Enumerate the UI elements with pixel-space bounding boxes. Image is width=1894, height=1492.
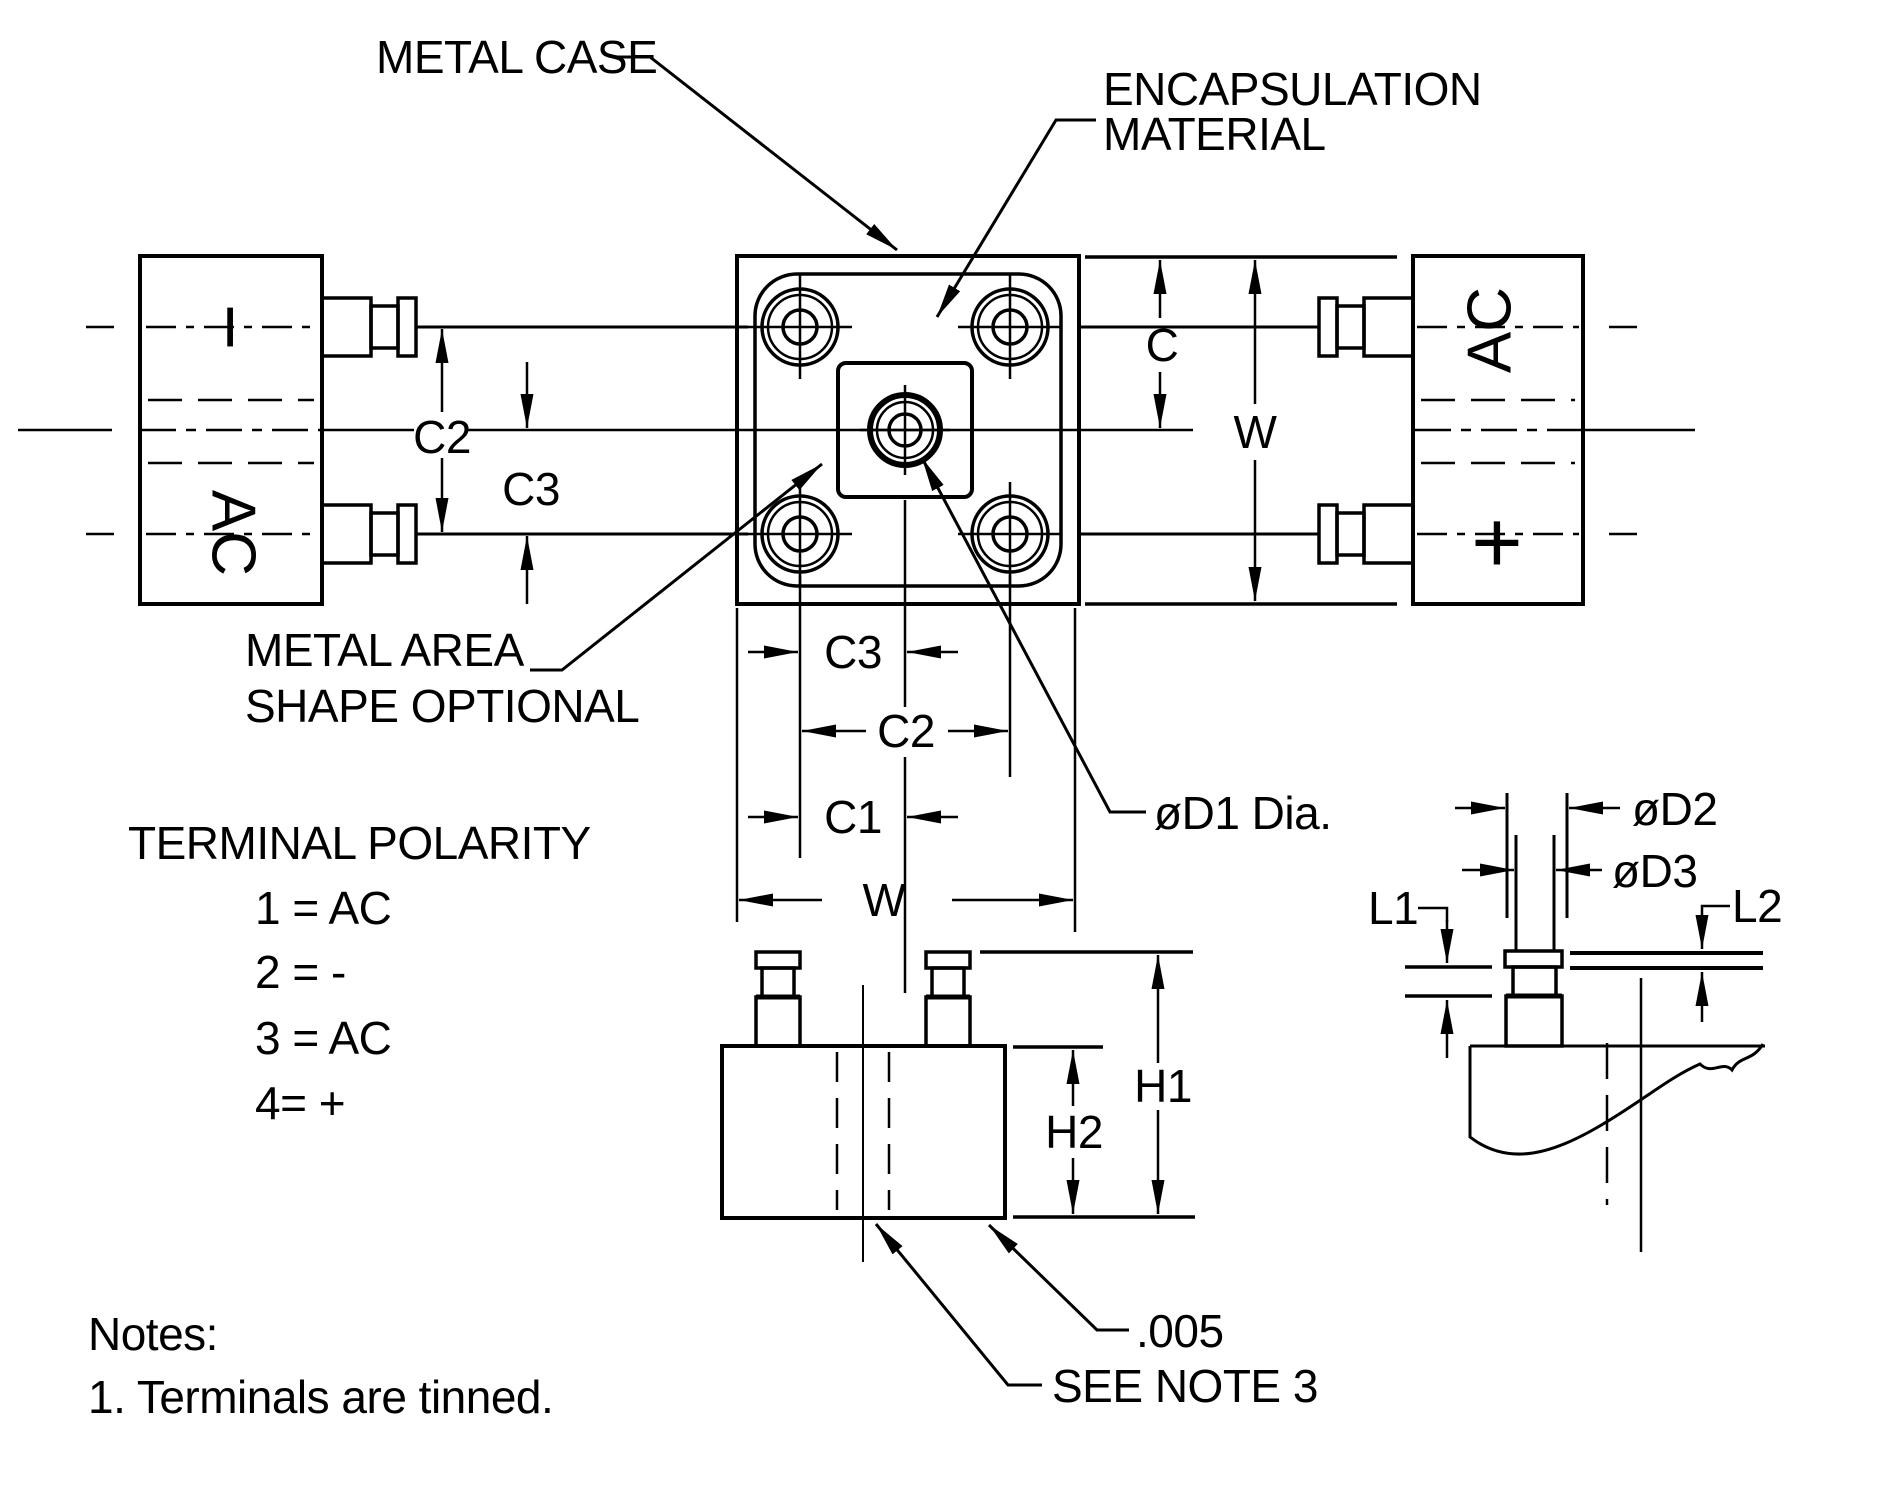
polarity-item-1: 1 = AC <box>255 882 391 934</box>
dim-w-horizontal: W <box>863 874 907 926</box>
dim-h2: H2 <box>1045 1106 1103 1158</box>
side-view <box>720 950 1195 1387</box>
side-view-terminals <box>754 950 972 1048</box>
metal-area-square <box>836 361 974 499</box>
label-tolerance: .005 <box>1136 1305 1224 1357</box>
l1-l2-dimensions <box>1405 904 1730 1058</box>
label-metal-area-1: METAL AREA <box>245 624 525 676</box>
terminal-row-lines <box>86 325 1637 536</box>
encapsulation-outline <box>753 272 1063 588</box>
detail-terminal <box>1503 949 1564 1048</box>
detail-case-section <box>1468 1043 1765 1156</box>
bottom-dimensions <box>735 500 1077 993</box>
label-metal-case: METAL CASE <box>376 31 657 83</box>
bottom-leaders <box>874 1223 1129 1387</box>
dim-c1-horizontal: C1 <box>824 791 882 843</box>
block-right-plus: + <box>1471 493 1522 592</box>
polarity-item-3: 3 = AC <box>255 1012 391 1064</box>
dim-c2-vertical: C2 <box>413 411 471 463</box>
left-terminal-block <box>138 254 418 606</box>
label-see-note-3: SEE NOTE 3 <box>1052 1360 1318 1412</box>
metal-case-outline <box>735 254 1081 606</box>
corner-terminals <box>748 275 1062 586</box>
dim-c3-horizontal: C3 <box>824 626 882 678</box>
label-d3: øD3 <box>1612 845 1697 897</box>
terminal-detail-view <box>1405 793 1765 1252</box>
label-l2: L2 <box>1732 880 1782 932</box>
label-metal-area-2: SHAPE OPTIONAL <box>245 680 639 732</box>
dim-c2-horizontal: C2 <box>877 705 935 757</box>
label-encapsulation-2: MATERIAL <box>1103 108 1326 160</box>
lead-extension-lines <box>1505 793 1569 950</box>
dim-c: C <box>1146 319 1179 371</box>
dim-c2-c3-vertical <box>435 329 534 604</box>
left-pins <box>320 296 418 565</box>
dim-h1: H1 <box>1134 1060 1192 1112</box>
dim-w-vertical: W <box>1234 406 1278 458</box>
label-d2: øD2 <box>1632 783 1717 835</box>
label-d1-dia: øD1 Dia. <box>1154 787 1331 839</box>
center-terminal <box>860 385 950 475</box>
front-view <box>18 254 1695 606</box>
h-dimensions <box>980 950 1195 1219</box>
callout-leaders <box>530 55 1146 814</box>
label-l1: L1 <box>1368 882 1418 934</box>
block-right-ac: AC <box>1456 287 1525 373</box>
d2-d3-arrows <box>1455 801 1620 877</box>
dim-c-w-vertical <box>1085 255 1397 606</box>
polarity-title: TERMINAL POLARITY <box>128 817 591 869</box>
polarity-item-2: 2 = - <box>255 946 346 998</box>
block-left-ac: AC <box>199 490 268 576</box>
right-terminal-block <box>1317 254 1585 606</box>
polarity-item-4: 4= + <box>255 1077 345 1129</box>
notes-title: Notes: <box>88 1308 218 1360</box>
label-encapsulation-1: ENCAPSULATION <box>1103 63 1482 115</box>
notes-item-1: 1. Terminals are tinned. <box>88 1371 553 1423</box>
right-pins <box>1317 296 1415 565</box>
dim-c3-vertical: C3 <box>502 463 560 515</box>
block-left-minus: − <box>187 304 276 351</box>
